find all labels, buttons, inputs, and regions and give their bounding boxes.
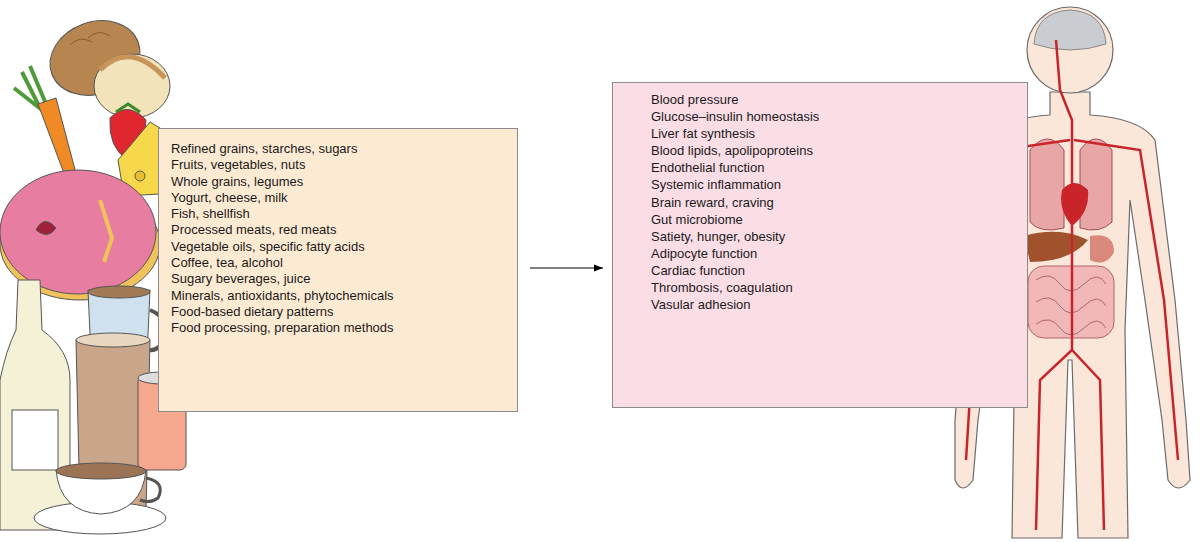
list-item: Gut microbiome [651,211,743,228]
list-item: Endothelial function [651,159,764,176]
list-item: Coffee, tea, alcohol [171,255,283,271]
list-item: Fruits, vegetables, nuts [171,157,305,173]
list-item: Vasular adhesion [651,296,751,313]
list-item: Blood pressure [651,91,738,108]
list-item: Whole grains, legumes [171,174,303,190]
list-item: Blood lipids, apolipoproteins [651,142,813,159]
list-item: Minerals, antioxidants, phytochemicals [171,288,394,304]
list-item: Liver fat synthesis [651,125,755,142]
list-box: Refined grains, starches, sugarsFruits, … [158,128,518,412]
list-item: Brain reward, craving [651,194,774,211]
list-item: Satiety, hunger, obesity [651,228,785,245]
list-item: Thrombosis, coagulation [651,279,793,296]
list-item: Yogurt, cheese, milk [171,190,288,206]
list-item: Vegetable oils, specific fatty acids [171,239,365,255]
list-item: Cardiac function [651,262,745,279]
list-item: Sugary beverages, juice [171,271,310,287]
list-item: Refined grains, starches, sugars [171,141,357,157]
list-box: Blood pressureGlucose–insulin homeostasi… [612,82,1028,408]
list-item: Adipocyte function [651,245,757,262]
list-item: Food processing, preparation methods [171,320,394,336]
arrow-connector [530,268,603,269]
list-item: Food-based dietary patterns [171,304,334,320]
list-item: Processed meats, red meats [171,222,336,238]
list-item: Glucose–insulin homeostasis [651,108,819,125]
list-item: Fish, shellfish [171,206,250,222]
list-item: Systemic inflammation [651,176,781,193]
